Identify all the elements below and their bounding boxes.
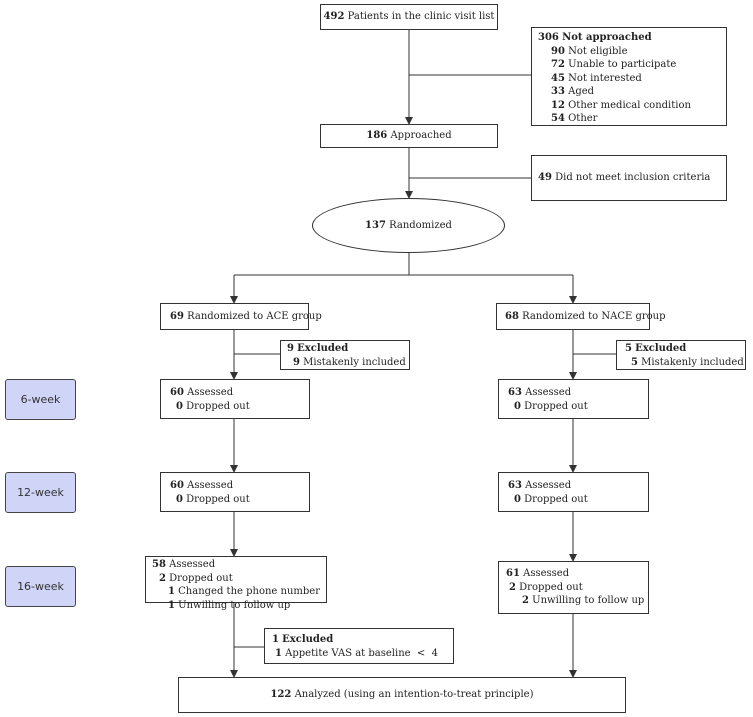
- assessed-count: 60: [170, 387, 184, 398]
- drop-reason-count: 1: [168, 586, 175, 597]
- dropped-label: Dropped out: [524, 400, 588, 412]
- approached-box: 186 Approached: [320, 124, 498, 148]
- ace-excluded-box: 9 Excluded 9 Mistakenly included: [280, 340, 410, 370]
- stage-label: 16-week: [17, 580, 64, 593]
- excluded-count: 1: [272, 634, 279, 645]
- assessed-label: Assessed: [187, 480, 234, 491]
- not-meet-label: Did not meet inclusion criteria: [555, 172, 711, 184]
- stage-label: 6-week: [20, 393, 61, 406]
- drop-reason-count: 2: [522, 595, 529, 606]
- analyzed-label: Analyzed (using an intention-to-treat pr…: [294, 689, 534, 701]
- excluded-reason-label: Mistakenly included: [303, 356, 406, 368]
- assessed-count: 61: [506, 568, 520, 579]
- randomized-label: Randomized: [389, 220, 452, 231]
- reason-label: Aged: [568, 86, 595, 97]
- drop-reason-label: Unwilling to follow up: [178, 599, 291, 611]
- patients-count: 492: [323, 11, 345, 23]
- ace-label: Randomized to ACE group: [187, 310, 322, 322]
- assessed-count: 63: [508, 480, 522, 491]
- excluded-title: Excluded: [635, 343, 687, 354]
- assessed-count: 63: [508, 387, 522, 398]
- reason-label: Other: [568, 113, 598, 124]
- excluded-reason-count: 5: [631, 356, 638, 368]
- dropped-label: Dropped out: [186, 400, 250, 412]
- randomized-ellipse: 137 Randomized: [312, 198, 505, 253]
- ace-wk12-box: 60 Assessed 0 Dropped out: [160, 472, 310, 512]
- dropped-count: 0: [176, 493, 183, 505]
- stage-label: 12-week: [17, 486, 64, 499]
- excluded-title: Excluded: [282, 634, 334, 645]
- ace-group-box: 69 Randomized to ACE group: [160, 303, 322, 330]
- excluded-reason-count: 9: [293, 356, 300, 368]
- reason-count: 12: [551, 99, 565, 111]
- stage-16-week: 16-week: [5, 566, 76, 607]
- not-approached-box: 306 Not approached 90 Not eligible 72 Un…: [531, 27, 727, 126]
- assessed-count: 60: [170, 480, 184, 491]
- drop-reason-label: Unwilling to follow up: [532, 595, 645, 606]
- ace-count: 69: [170, 310, 184, 322]
- reason-count: 90: [551, 45, 565, 57]
- assessed-label: Assessed: [525, 387, 572, 398]
- stage-12-week: 12-week: [5, 472, 76, 513]
- assessed-label: Assessed: [169, 559, 216, 570]
- assessed-count: 58: [152, 559, 166, 570]
- excluded-reason-label: Mistakenly included: [641, 356, 744, 368]
- nace-group-box: 68 Randomized to NACE group: [496, 303, 666, 330]
- dropped-label: Dropped out: [186, 493, 250, 505]
- not-approached-title: Not approached: [562, 32, 652, 43]
- nace-count: 68: [505, 310, 519, 322]
- dropped-label: Dropped out: [169, 572, 233, 584]
- randomized-count: 137: [365, 220, 386, 231]
- assessed-label: Assessed: [187, 387, 234, 398]
- reason-count: 45: [551, 72, 565, 84]
- excluded-title: Excluded: [297, 343, 349, 354]
- assessed-label: Assessed: [525, 480, 572, 491]
- drop-reason-count: 1: [168, 599, 175, 611]
- dropped-count: 0: [514, 493, 521, 505]
- ace-excluded-baseline-box: 1 Excluded 1 Appetite VAS at baseline < …: [264, 628, 454, 664]
- not-meet-count: 49: [538, 172, 552, 184]
- dropped-label: Dropped out: [524, 493, 588, 505]
- reason-label: Other medical condition: [568, 99, 691, 111]
- patients-box: 492 Patients in the clinic visit list: [320, 4, 498, 30]
- stage-6-week: 6-week: [5, 379, 76, 420]
- dropped-label: Dropped out: [519, 581, 583, 593]
- dropped-count: 2: [509, 581, 516, 593]
- reason-label: Unable to participate: [568, 59, 677, 70]
- drop-reason-label: Changed the phone number: [178, 586, 320, 597]
- reason-label: Not interested: [568, 72, 642, 84]
- approached-count: 186: [366, 130, 388, 142]
- patients-label: Patients in the clinic visit list: [347, 11, 495, 23]
- excluded-count: 5: [625, 343, 632, 354]
- reason-label: Not eligible: [568, 45, 628, 57]
- not-meet-criteria-box: 49 Did not meet inclusion criteria: [531, 155, 727, 201]
- excluded-count: 9: [287, 343, 294, 354]
- assessed-label: Assessed: [523, 568, 570, 579]
- nace-wk12-box: 63 Assessed 0 Dropped out: [498, 472, 649, 512]
- analyzed-box: 122 Analyzed (using an intention-to-trea…: [178, 677, 626, 713]
- dropped-count: 0: [176, 400, 183, 412]
- approached-label: Approached: [390, 130, 452, 142]
- nace-wk16-box: 61 Assessed 2 Dropped out 2 Unwilling to…: [498, 561, 649, 614]
- reason-count: 33: [551, 86, 565, 97]
- dropped-count: 0: [514, 400, 521, 412]
- reason-count: 54: [551, 113, 565, 124]
- nace-excluded-box: 5 Excluded 5 Mistakenly included: [616, 340, 746, 370]
- ace-wk6-box: 60 Assessed 0 Dropped out: [160, 379, 310, 419]
- nace-wk6-box: 63 Assessed 0 Dropped out: [498, 379, 649, 419]
- reason-count: 72: [551, 59, 565, 70]
- not-approached-count: 306: [538, 32, 559, 43]
- ace-wk16-box: 58 Assessed 2 Dropped out 1 Changed the …: [145, 556, 327, 611]
- excluded-reason-label: Appetite VAS at baseline < 4: [285, 647, 439, 659]
- excluded-reason-count: 1: [275, 647, 282, 659]
- nace-label: Randomized to NACE group: [522, 310, 666, 322]
- dropped-count: 2: [159, 572, 166, 584]
- analyzed-count: 122: [270, 689, 292, 701]
